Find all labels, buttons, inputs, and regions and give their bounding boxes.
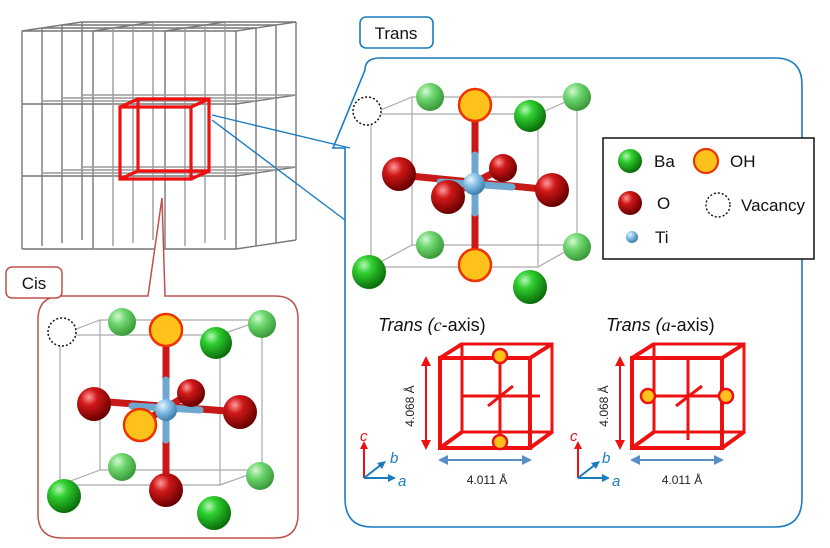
- ba-atom: [514, 100, 546, 132]
- highlighted-unit-cell: [118, 97, 211, 181]
- o-atom: [535, 173, 569, 207]
- o-atom: [382, 157, 416, 191]
- a-axis-width-arrow: [630, 455, 724, 465]
- a-axis-height-arrow: [615, 356, 625, 450]
- ba-atom: [563, 233, 591, 261]
- ba-atom: [200, 327, 232, 359]
- legend-label-oh: OH: [730, 152, 756, 171]
- oh-group: [457, 247, 493, 283]
- ba-atom: [47, 479, 81, 513]
- o-atom: [431, 180, 465, 214]
- trans-callout-box: [331, 57, 803, 528]
- o-atom: [177, 379, 205, 407]
- width-dimension-label: 4.011 Å: [662, 472, 702, 487]
- oh-group: [639, 387, 657, 405]
- ba-atom: [246, 462, 274, 490]
- legend-label-ba: Ba: [654, 152, 675, 171]
- vacancy-icon: [705, 192, 731, 218]
- cis-structure: [47, 308, 276, 530]
- trans-c-axis-title: Trans (c-axis): [378, 315, 486, 335]
- o-atom: [149, 473, 183, 507]
- ti-atom-icon: [626, 231, 638, 243]
- axis-label-b: b: [390, 450, 398, 467]
- cis-label-box: [5, 266, 63, 299]
- ba-atom: [248, 310, 276, 338]
- o-atom-icon: [618, 191, 642, 215]
- height-dimension-label: 4.068 Å: [402, 385, 417, 426]
- o-atom: [489, 154, 517, 182]
- axis-label-a: a: [612, 473, 620, 490]
- oh-group: [491, 433, 509, 451]
- legend-label-o: O: [657, 194, 670, 213]
- axis-label-a: a: [398, 473, 406, 490]
- height-dimension-label: 4.068 Å: [596, 385, 611, 426]
- axis-triad: [574, 441, 610, 482]
- ba-atom: [108, 308, 136, 336]
- trans-a-axis-cell: [630, 342, 746, 450]
- vacancy-site: [352, 96, 382, 126]
- trans-a-axis-title: Trans (a-axis): [606, 315, 715, 335]
- axis-label-c: c: [570, 428, 578, 445]
- ba-atom: [416, 231, 444, 259]
- ba-atom: [513, 270, 547, 304]
- ti-atom: [155, 399, 177, 421]
- axis-label-b: b: [602, 450, 610, 467]
- legend-label-vacancy: Vacancy: [741, 196, 805, 215]
- oh-group: [491, 347, 509, 365]
- trans-structure: [352, 83, 591, 304]
- trans-leader-line-top: [211, 114, 351, 149]
- supercell-grid: [21, 21, 297, 250]
- oh-group: [717, 387, 735, 405]
- c-axis-width-arrow: [438, 455, 532, 465]
- oh-group: [148, 312, 184, 348]
- cis-label: Cis: [22, 274, 47, 293]
- trans-leader-line-bottom: [211, 119, 346, 221]
- trans-label-box: [359, 16, 434, 49]
- oh-group: [457, 87, 493, 123]
- width-dimension-label: 4.011 Å: [467, 472, 507, 487]
- ti-atom: [463, 173, 485, 195]
- vacancy-site: [47, 317, 77, 347]
- ba-atom: [416, 83, 444, 111]
- legend: Ba OH O Vacancy Ti: [602, 137, 815, 260]
- legend-label-ti: Ti: [655, 228, 669, 247]
- oh-group: [122, 407, 158, 443]
- ba-atom: [563, 83, 591, 111]
- ba-atom: [108, 453, 136, 481]
- oh-atom-icon: [692, 147, 720, 175]
- axis-label-c: c: [360, 428, 368, 445]
- o-atom: [77, 387, 111, 421]
- ba-atom: [352, 255, 386, 289]
- c-axis-height-arrow: [421, 356, 431, 450]
- ba-atom-icon: [618, 149, 642, 173]
- o-atom: [223, 395, 257, 429]
- ba-atom: [197, 496, 231, 530]
- trans-label: Trans: [375, 24, 418, 43]
- axis-triad: [360, 441, 396, 482]
